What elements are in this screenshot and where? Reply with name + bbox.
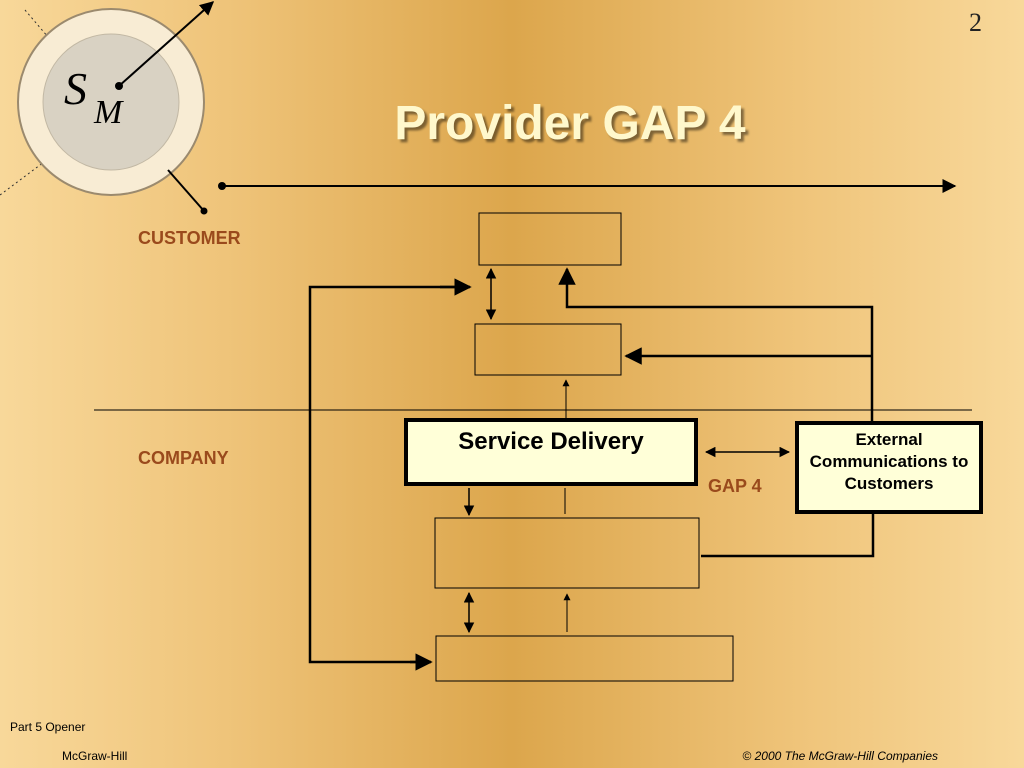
gap-label: GAP 4 [708,476,762,496]
ext-to-expected-arrow [558,267,874,421]
expected-service-box [478,212,622,266]
logo-letter-sub: M [94,94,123,131]
footer-part: Part 5 Opener [10,720,86,734]
external-communications-box: External Communications to Customers [795,421,983,514]
logo-emblem [0,1,215,215]
perceived-service-box [474,323,622,376]
company-perceptions-box [435,635,734,682]
ext-to-standards-line [701,514,875,558]
page-number: 2 [969,8,982,37]
external-communications-label: External Communications to Customers [809,430,969,493]
footer-copyright: © 2000 The McGraw-Hill Companies [742,749,938,763]
service-delivery-box: Service Delivery [404,418,698,486]
logo-letter-main: S [64,63,87,114]
slide-title: Provider GAP 4 [394,97,746,150]
left-loop-line [308,285,468,664]
company-zone-label: COMPANY [138,448,229,468]
footer-publisher: McGraw-Hill [62,749,128,763]
service-standards-box [434,517,700,589]
customer-zone-label: CUSTOMER [138,228,241,248]
service-delivery-label: Service Delivery [458,428,644,455]
